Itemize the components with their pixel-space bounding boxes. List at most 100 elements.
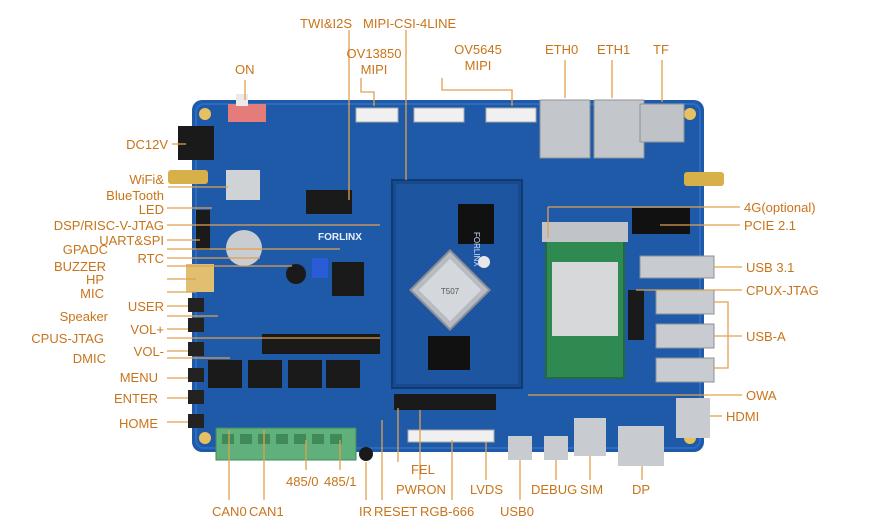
label-lvds: LVDS bbox=[470, 482, 503, 497]
label-dp: DP bbox=[632, 482, 651, 497]
label-debug: DEBUG bbox=[531, 482, 578, 497]
usb-a-port bbox=[655, 357, 715, 383]
eth0-jack bbox=[539, 99, 591, 159]
label-4g: 4G(optional) bbox=[744, 200, 816, 215]
label-wifi: WiFi& bbox=[129, 172, 164, 187]
enter-button bbox=[188, 390, 204, 404]
adc-pot bbox=[312, 258, 328, 278]
buzzer bbox=[286, 264, 306, 284]
label-dmic: DMIC bbox=[72, 351, 106, 366]
mount-hole bbox=[199, 432, 211, 444]
rgb-header bbox=[394, 394, 496, 410]
audio-jack bbox=[186, 264, 214, 292]
vol-plus-button bbox=[188, 318, 204, 332]
label-tf: TF bbox=[653, 42, 669, 57]
label-on: ON bbox=[235, 62, 255, 77]
eth1-jack bbox=[593, 99, 645, 159]
antenna-right bbox=[684, 172, 724, 186]
wifi-module bbox=[226, 170, 260, 200]
label-ov5645-mipi: MIPI bbox=[464, 58, 492, 73]
label-gpadc: GPADC bbox=[62, 242, 108, 257]
usb31-port bbox=[639, 255, 715, 279]
inductor bbox=[326, 360, 360, 388]
antenna-left bbox=[168, 170, 208, 184]
label-mipi-csi-4line: MIPI-CSI-4LINE bbox=[363, 16, 457, 31]
usb0-port bbox=[508, 436, 532, 460]
label-owa: OWA bbox=[746, 388, 777, 403]
label-usb0: USB0 bbox=[500, 504, 534, 519]
label-dc12v: DC12V bbox=[126, 137, 168, 152]
usb-a-port bbox=[655, 323, 715, 349]
dc-jack bbox=[178, 126, 214, 160]
uart-header bbox=[196, 210, 210, 250]
cpus-jtag-header bbox=[262, 334, 380, 354]
ov13850-connector bbox=[355, 107, 399, 123]
label-user: USER bbox=[127, 299, 164, 314]
emmc-chip bbox=[428, 336, 470, 370]
label-485-0: 485/0 bbox=[286, 474, 319, 489]
label-home: HOME bbox=[119, 416, 158, 431]
mipi-csi-connector bbox=[413, 107, 465, 123]
inductor bbox=[288, 360, 322, 388]
tf-slot bbox=[639, 103, 685, 143]
hdmi-port bbox=[676, 398, 710, 438]
cpux-jtag-header bbox=[628, 290, 644, 340]
label-fel: FEL bbox=[411, 462, 435, 477]
leader-lines bbox=[167, 30, 742, 500]
mount-hole bbox=[684, 108, 696, 120]
label-cpux-jtag: CPUX-JTAG bbox=[746, 283, 819, 298]
label-ov5645: OV5645 bbox=[454, 42, 502, 57]
label-enter: ENTER bbox=[113, 391, 158, 406]
label-can0: CAN0 bbox=[212, 504, 247, 519]
ov5645-connector bbox=[485, 107, 537, 123]
label-uart-spi: UART&SPI bbox=[99, 233, 164, 248]
label-speaker: Speaker bbox=[59, 309, 108, 324]
label-hp: HP bbox=[85, 272, 104, 287]
label-ir: IR bbox=[359, 504, 372, 519]
label-ov13850: OV13850 bbox=[346, 46, 402, 61]
label-dsp-jtag: DSP/RISC-V-JTAG bbox=[53, 218, 164, 233]
lvds-connector bbox=[407, 429, 495, 443]
label-hdmi: HDMI bbox=[726, 409, 760, 424]
ir-receiver bbox=[359, 447, 373, 461]
menu-button bbox=[188, 368, 204, 382]
label-bluetooth: BlueTooth bbox=[106, 188, 164, 203]
label-eth1: ETH1 bbox=[597, 42, 631, 57]
twi-header bbox=[306, 190, 352, 214]
home-button bbox=[188, 414, 204, 428]
label-usb31: USB 3.1 bbox=[746, 260, 795, 275]
label-buzzer: BUZZER bbox=[54, 259, 106, 274]
label-sim: SIM bbox=[580, 482, 604, 497]
usb-a-port bbox=[655, 289, 715, 315]
label-485-1: 485/1 bbox=[324, 474, 357, 489]
label-mic: MIC bbox=[80, 286, 104, 301]
board-brand: FORLINX bbox=[318, 232, 362, 243]
som-brand: FORLINX bbox=[472, 232, 481, 267]
label-rgb666: RGB-666 bbox=[420, 504, 475, 519]
user-button bbox=[188, 298, 204, 312]
inductor bbox=[248, 360, 282, 388]
mount-hole bbox=[199, 108, 211, 120]
rtc-battery bbox=[226, 230, 262, 266]
debug-port bbox=[544, 436, 568, 460]
label-usb-a: USB-A bbox=[746, 329, 786, 344]
label-pcie: PCIE 2.1 bbox=[744, 218, 797, 233]
inductor bbox=[208, 360, 242, 388]
label-can1: CAN1 bbox=[249, 504, 284, 519]
label-twi-i2s: TWI&I2S bbox=[300, 16, 353, 31]
label-rtc: RTC bbox=[137, 251, 164, 266]
label-led: LED bbox=[138, 202, 164, 217]
power-switch bbox=[228, 104, 266, 122]
label-ov13850-mipi: MIPI bbox=[360, 62, 388, 77]
chip-marking: T507 bbox=[441, 287, 460, 296]
pcie-slot bbox=[632, 208, 690, 234]
dp-port bbox=[618, 426, 664, 466]
label-cpus-jtag: CPUS-JTAG bbox=[31, 331, 104, 346]
sim-slot bbox=[574, 418, 606, 456]
label-menu: MENU bbox=[119, 370, 158, 385]
gpadc-header bbox=[332, 262, 364, 296]
label-eth0: ETH0 bbox=[545, 42, 579, 57]
ddr-chip bbox=[458, 204, 494, 244]
